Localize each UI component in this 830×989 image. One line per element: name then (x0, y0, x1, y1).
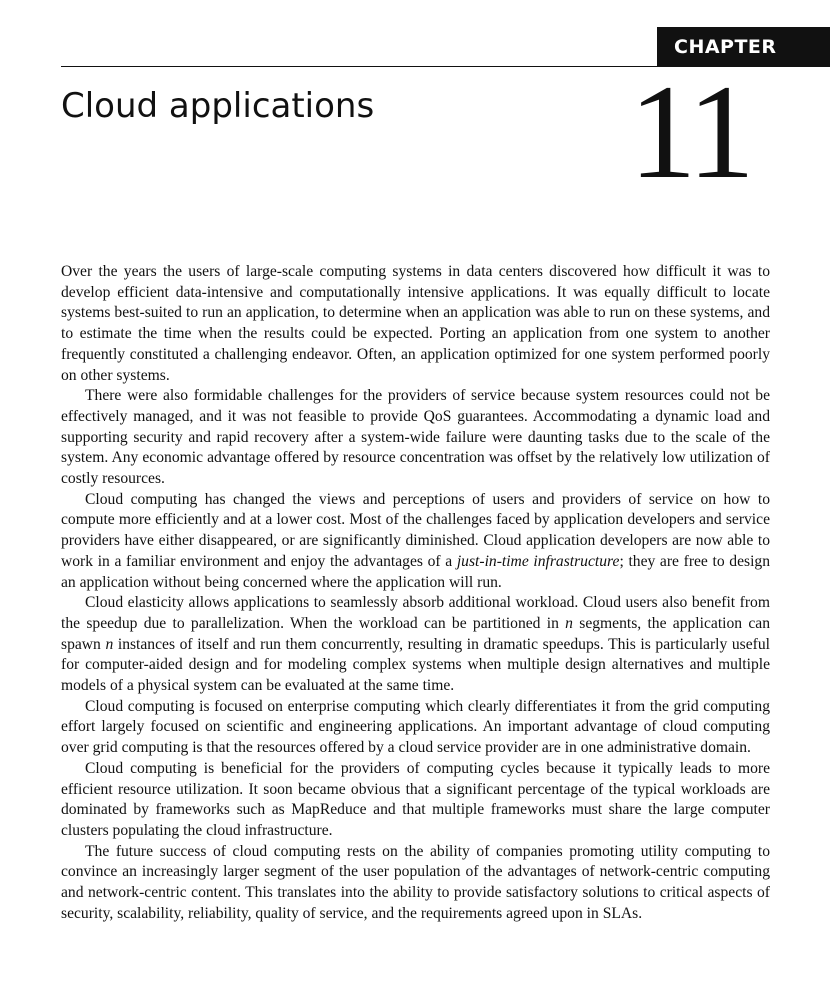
paragraph-1: Over the years the users of large-scale … (61, 263, 770, 384)
paragraph-3-text-end: ; they are free to design an application… (61, 552, 770, 591)
header-rule (61, 66, 830, 67)
paragraph-3-emphasis: just-in-time infrastructure (456, 552, 620, 570)
chapter-label: CHAPTER (657, 27, 830, 66)
paragraph-3-text-start: Cloud computing has changed the views an… (61, 490, 770, 570)
paragraph-7: The future success of cloud computing re… (61, 842, 770, 922)
paragraph-2: There were also formidable challenges fo… (61, 387, 770, 488)
paragraph-4-text-end: instances of itself and run them concurr… (61, 635, 770, 695)
variable-n-2: n (105, 635, 114, 653)
paragraph-4-text-middle: segments, the application can spawn (61, 614, 770, 653)
paragraph-4-text-start: Cloud elasticity allows applications to … (61, 594, 770, 632)
chapter-body: Over the years the users of large-scale … (61, 262, 770, 925)
paragraph-4: Cloud elasticity allows applications to … (61, 593, 770, 697)
chapter-title: Cloud applications (61, 86, 375, 126)
paragraph-3: Cloud computing has changed the views an… (61, 490, 770, 594)
paragraph-6: Cloud computing is beneficial for the pr… (61, 759, 770, 839)
variable-n-1: n (565, 614, 573, 632)
paragraph-5: Cloud computing is focused on enterprise… (61, 697, 770, 757)
chapter-number: 11 (629, 58, 755, 207)
